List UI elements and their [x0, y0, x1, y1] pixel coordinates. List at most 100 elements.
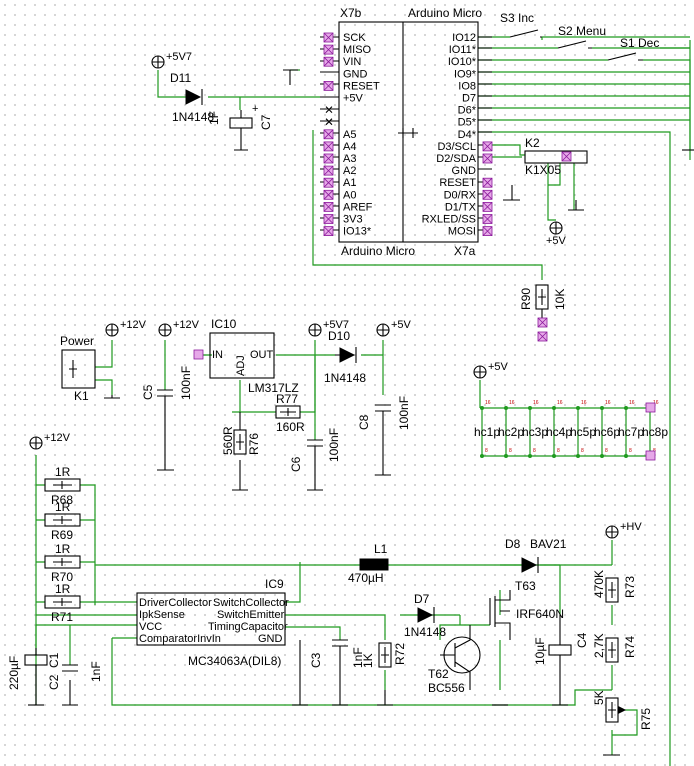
arduino-pin-label-left: MISO: [343, 44, 372, 56]
nc-cross: [323, 56, 334, 67]
shunt-resistor-ref: R70: [51, 570, 73, 584]
resistor-r74: 2,7K R74: [592, 633, 637, 663]
controller-ic9: DriverCollector IpkSense VCC ComparatorI…: [136, 577, 289, 668]
regulator-ic10: IN OUT ADJ IC10 LM317LZ: [209, 317, 299, 395]
arduino-pin-label-left: IO13*: [343, 226, 372, 238]
transistor-t62-ref: T62: [428, 667, 449, 681]
resistor-r72-ref: R72: [393, 643, 407, 665]
switch-s2[interactable]: S2 Menu: [557, 24, 606, 49]
ic9-ref: IC9: [265, 577, 284, 591]
resistor-r74-value: 2,7K: [592, 633, 606, 658]
resistor-r77: R77 160R: [275, 392, 305, 434]
nc-cross: [323, 190, 334, 200]
capacitor-c1-value: 220µF: [7, 656, 21, 690]
supply-5v-c8: +5V: [376, 319, 412, 337]
connector-k2-value: K1X05: [525, 163, 561, 177]
nc-cross: [325, 106, 333, 113]
shunt-resistor-ref: R69: [51, 528, 73, 542]
arduino-pin-label-left: VIN: [343, 56, 361, 68]
diode-d10: D10 1N4148: [324, 329, 366, 385]
arduino-pin-label-left: A0: [343, 189, 356, 201]
header-label: hc1p: [474, 425, 500, 439]
header-label: hc4p: [546, 425, 572, 439]
supply-5v-k2: +5V: [546, 221, 567, 247]
arduino-unconnected-marks-right: [482, 141, 493, 237]
arduino-pin-label-right: D5*: [458, 117, 477, 129]
diode-d11-value: 1N4148: [172, 110, 214, 124]
ic9-pin-timing-cap: TimingCapacitor: [208, 621, 288, 633]
arduino-left-pin-labels: SCKMISOVINGNDRESET+5VA5A4A3A2A1A0AREF3V3…: [343, 32, 380, 238]
shunt-resistor-value: 1R: [55, 465, 71, 479]
junction-dot: [600, 406, 604, 410]
switch-s3-label: S3 Inc: [500, 11, 534, 25]
arduino-unconnected-marks-left: [323, 32, 334, 237]
arduino-pin-label-left: AREF: [343, 201, 373, 213]
diode-d10-ref: D10: [328, 329, 350, 343]
nc-cross: [482, 177, 493, 188]
arduino-pin-label-left: A5: [343, 129, 356, 141]
resistor-r73-value: 470K: [592, 570, 606, 598]
ic9-pin-vcc: VCC: [139, 621, 162, 633]
ic10-pin-adj: ADJ: [235, 355, 247, 376]
supply-hv-label: +HV: [620, 521, 642, 533]
diode-d11-ref: D11: [170, 71, 191, 85]
header-pin-bottom: 8: [605, 448, 608, 454]
ic10-pin-out: OUT: [250, 349, 274, 361]
nc-cross: [323, 202, 334, 212]
capacitor-c5: C5 100nF: [141, 366, 193, 455]
header-pin-top: 16: [533, 400, 539, 406]
resistor-r77-ref: R77: [276, 392, 298, 406]
switch-s3[interactable]: S3 Inc: [500, 11, 542, 38]
wires: [35, 36, 691, 766]
nc-cross: [482, 153, 493, 164]
capacitor-c7-ref: C7: [259, 114, 273, 130]
arduino-pin-label-right: D1/TX: [445, 201, 477, 213]
ic9-pin-switch-emitter: SwitchEmitter: [217, 609, 285, 621]
supply-12v-c5-label: +12V: [173, 319, 200, 331]
switch-s2-label: S2 Menu: [558, 24, 606, 38]
nc-cross: [323, 165, 334, 176]
header-pin-top: 16: [509, 400, 515, 406]
inductor-l1-ref: L1: [374, 542, 388, 556]
arduino-pin-label-left: A4: [343, 141, 356, 153]
resistor-r76: 560R R76: [221, 412, 261, 455]
switch-s1-label: S1 Dec: [620, 36, 659, 50]
header-pin-top: 16: [653, 400, 659, 406]
arduino-pin-label-left: A2: [343, 165, 356, 177]
junction-dot: [528, 454, 532, 458]
connector-k2-ref: K2: [525, 136, 540, 150]
resistor-r90-value: 10K: [553, 289, 567, 310]
ic10-pin-in: IN: [212, 349, 223, 361]
capacitor-c4-value: 10µF: [533, 637, 547, 665]
arduino-micro-body: [320, 21, 493, 243]
junction-dot: [480, 406, 484, 410]
connector-k1-power: Power K1: [60, 334, 96, 403]
arduino-pin-label-right: IO9*: [454, 68, 477, 80]
header-label: hc2p: [498, 425, 524, 439]
header-connectors: 168hc1p168hc2p168hc3p168hc4p168hc5p168hc…: [474, 400, 668, 458]
nc-cross: [323, 214, 334, 224]
transistor-t62: T62 BC556: [428, 625, 481, 695]
nc-cross: [323, 226, 334, 236]
arduino-refdes-top: X7b: [340, 6, 362, 20]
diode-d11: D11 1N4148: [170, 71, 214, 124]
resistor-r77-value: 160R: [276, 420, 305, 434]
capacitor-c3-ref: C3: [309, 652, 323, 668]
capacitor-c7-plus: +: [252, 103, 258, 115]
resistor-r73-ref: R73: [623, 576, 637, 598]
potentiometer-r75: 5K R75: [592, 690, 653, 730]
mosfet-t63: T63 IRF640N: [489, 579, 564, 640]
switch-s1[interactable]: S1 Dec: [607, 36, 659, 61]
ground-symbols: [28, 69, 694, 756]
nc-cross: [482, 141, 493, 152]
arduino-right-pin-labels: IO12IO11*IO10*IO9*IO8D7D6*D5*D4*D3/SCLD2…: [422, 32, 477, 238]
arduino-pin-label-right: D2/SDA: [436, 153, 476, 165]
supply-5v7-top: +5V7: [151, 51, 192, 69]
header-pin-bottom: 8: [509, 448, 512, 454]
resistor-r72: 1K R72: [361, 642, 407, 668]
capacitor-c7-value: 1F: [207, 111, 221, 125]
